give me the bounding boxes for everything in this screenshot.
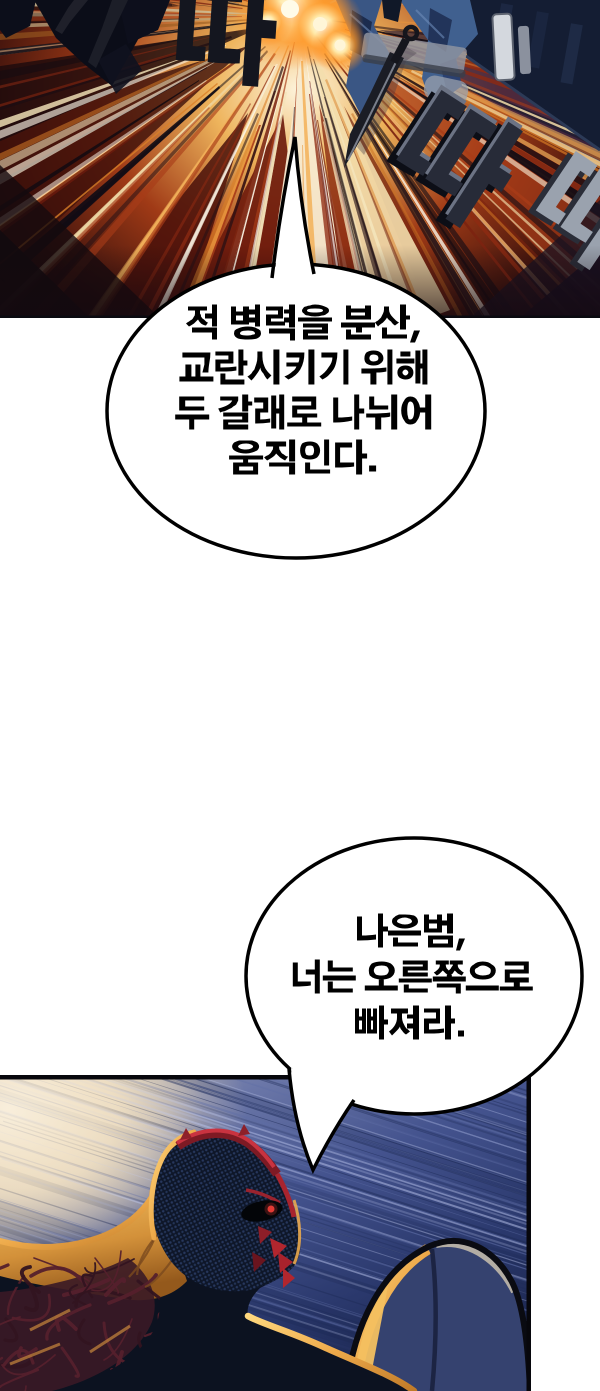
bubble1-line-3-glyphs: [175, 394, 432, 430]
building-silhouette: [452, 0, 600, 152]
speech-bubble-1: [105, 136, 487, 560]
bubble1-line-4-glyphs: [229, 439, 377, 475]
bubble2-line-3-glyphs: [355, 1005, 464, 1040]
rim-light-back: [0, 1194, 155, 1251]
mask-fangs: [252, 1226, 295, 1288]
panel2-border-right: [526, 1075, 531, 1391]
panel-top-action: [0, 0, 600, 318]
masked-figure: [0, 1124, 418, 1391]
face-rim-light: [292, 1199, 302, 1265]
tattoos: [0, 1232, 188, 1391]
bubble2-line-1-glyphs: [357, 913, 465, 951]
bubble1-text: [175, 304, 432, 475]
red-eye: [267, 1205, 275, 1213]
kunai-blades: [55, 0, 420, 168]
bubble2-line-2-glyphs: [292, 959, 533, 994]
bubble1-line-2-glyphs: [179, 349, 428, 385]
rim-light-shoulder: [244, 1312, 418, 1391]
bubble2-text: [292, 913, 533, 1040]
panel2-border-top: [0, 1075, 531, 1080]
bubble1-tail: [270, 136, 316, 279]
mask-crest: [175, 1128, 276, 1169]
eye-socket: [241, 1200, 283, 1222]
bubble1-line-1-glyphs: [186, 304, 420, 343]
demon-mask-head: [148, 1124, 302, 1292]
panel-bottom-scene: [0, 1075, 531, 1391]
speech-bubble-2: [244, 836, 584, 1175]
light-pole: [491, 12, 516, 82]
bubble2-tail: [287, 1068, 356, 1175]
